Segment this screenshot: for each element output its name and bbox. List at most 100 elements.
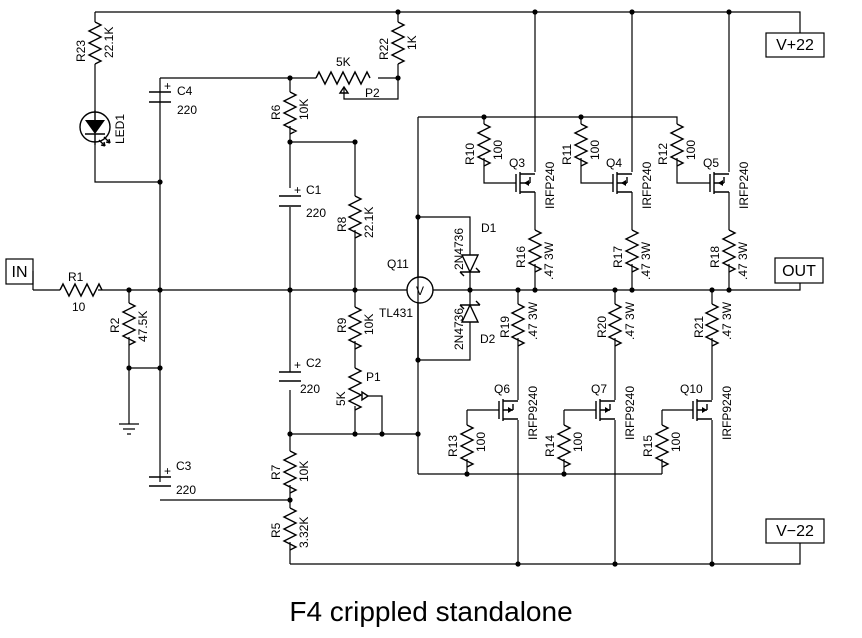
r21-resistor: R21 .47 3W bbox=[692, 301, 734, 347]
r10-resistor: R10 100 bbox=[463, 123, 505, 167]
svg-text:100: 100 bbox=[669, 432, 683, 452]
svg-text:Q7: Q7 bbox=[591, 382, 607, 396]
svg-text:+: + bbox=[294, 358, 301, 372]
svg-text:+: + bbox=[294, 183, 301, 197]
svg-text:IRFP9240: IRFP9240 bbox=[623, 386, 637, 440]
r8-resistor: R8 22.1K bbox=[335, 195, 376, 239]
svg-text:R16: R16 bbox=[514, 246, 528, 268]
d1-zener: D1 2N4736 bbox=[452, 221, 497, 277]
svg-text:C3: C3 bbox=[176, 459, 192, 473]
svg-text:5K: 5K bbox=[336, 55, 351, 69]
c4-capacitor: + C4 220 bbox=[149, 79, 197, 117]
svg-text:R6: R6 bbox=[269, 104, 283, 120]
r6-resistor: R6 10K bbox=[269, 91, 311, 135]
junctions bbox=[126, 9, 732, 567]
svg-text:10: 10 bbox=[72, 300, 86, 314]
svg-text:R2: R2 bbox=[108, 317, 122, 333]
svg-text:220: 220 bbox=[177, 103, 197, 117]
svg-text:Q6: Q6 bbox=[494, 382, 510, 396]
q3-mosfet: Q3 IRFP240 bbox=[509, 156, 557, 209]
svg-text:R9: R9 bbox=[335, 317, 349, 333]
svg-text:220: 220 bbox=[176, 483, 196, 497]
svg-text:OUT: OUT bbox=[782, 263, 816, 280]
svg-text:.47 3W: .47 3W bbox=[639, 241, 653, 280]
svg-text:220: 220 bbox=[306, 206, 326, 220]
svg-text:.47 3W: .47 3W bbox=[720, 301, 734, 340]
svg-text:R14: R14 bbox=[543, 435, 557, 457]
q7-mosfet: Q7 IRFP9240 bbox=[591, 382, 637, 440]
svg-text:5K: 5K bbox=[334, 391, 348, 406]
svg-text:IN: IN bbox=[12, 264, 28, 281]
schematic: IN OUT V+22 V−22 R23 22.1K R22 1K R6 10K… bbox=[5, 9, 825, 567]
r9-resistor: R9 10K bbox=[335, 306, 376, 350]
svg-text:100: 100 bbox=[571, 432, 585, 452]
svg-text:1K: 1K bbox=[405, 35, 419, 50]
svg-text:Q3: Q3 bbox=[509, 156, 525, 170]
svg-text:.47 3W: .47 3W bbox=[542, 241, 556, 280]
svg-text:R18: R18 bbox=[708, 246, 722, 268]
r15-resistor: R15 100 bbox=[641, 424, 683, 468]
svg-text:3.32K: 3.32K bbox=[297, 517, 311, 548]
svg-text:V+22: V+22 bbox=[776, 37, 814, 54]
svg-text:R17: R17 bbox=[611, 246, 625, 268]
svg-text:C1: C1 bbox=[306, 183, 322, 197]
r14-resistor: R14 100 bbox=[543, 424, 585, 468]
c3-capacitor: + C3 220 bbox=[149, 459, 196, 497]
svg-text:IRFP240: IRFP240 bbox=[737, 161, 751, 209]
r11-resistor: R11 100 bbox=[560, 123, 602, 167]
svg-text:Q5: Q5 bbox=[703, 156, 719, 170]
r22-resistor: R22 1K bbox=[377, 21, 419, 65]
svg-text:R10: R10 bbox=[463, 143, 477, 165]
svg-text:IRFP9240: IRFP9240 bbox=[720, 386, 734, 440]
r20-resistor: R20 .47 3W bbox=[595, 301, 637, 347]
svg-text:100: 100 bbox=[684, 140, 698, 160]
svg-text:10K: 10K bbox=[297, 99, 311, 120]
svg-text:R1: R1 bbox=[68, 270, 84, 284]
svg-text:R7: R7 bbox=[269, 464, 283, 480]
r7-resistor: R7 10K bbox=[269, 450, 311, 494]
r1-resistor: R1 10 bbox=[59, 270, 103, 314]
diagram-caption: F4 crippled standalone bbox=[289, 596, 573, 627]
svg-text:220: 220 bbox=[300, 382, 320, 396]
svg-text:P1: P1 bbox=[366, 370, 381, 384]
p2-potentiometer: 5K P2 bbox=[315, 55, 380, 100]
svg-text:D1: D1 bbox=[481, 221, 497, 235]
q4-mosfet: Q4 IRFP240 bbox=[606, 156, 654, 209]
svg-text:R23: R23 bbox=[74, 40, 88, 62]
d2-zener: D2 2N4736 bbox=[452, 300, 496, 350]
port-vneg: V−22 bbox=[765, 518, 825, 544]
svg-text:100: 100 bbox=[588, 140, 602, 160]
svg-text:10K: 10K bbox=[362, 314, 376, 335]
svg-text:2N4736: 2N4736 bbox=[452, 228, 466, 270]
svg-text:R20: R20 bbox=[595, 316, 609, 338]
svg-text:22.1K: 22.1K bbox=[102, 27, 116, 58]
svg-text:IRFP240: IRFP240 bbox=[640, 161, 654, 209]
svg-text:C4: C4 bbox=[177, 84, 193, 98]
svg-text:.47 3W: .47 3W bbox=[736, 241, 750, 280]
svg-text:R5: R5 bbox=[269, 522, 283, 538]
svg-text:100: 100 bbox=[491, 140, 505, 160]
svg-text:+: + bbox=[164, 464, 171, 478]
q11-regulator: V Q11 TL431 bbox=[379, 217, 434, 360]
p1-potentiometer: P1 5K bbox=[334, 367, 381, 411]
svg-text:P2: P2 bbox=[365, 86, 380, 100]
svg-text:IRFP9240: IRFP9240 bbox=[526, 386, 540, 440]
c1-capacitor: + C1 220 bbox=[279, 183, 326, 220]
svg-text:R22: R22 bbox=[377, 38, 391, 60]
svg-text:R12: R12 bbox=[656, 143, 670, 165]
svg-text:.47 3W: .47 3W bbox=[623, 301, 637, 340]
svg-text:Q11: Q11 bbox=[387, 257, 409, 271]
svg-text:R21: R21 bbox=[692, 316, 706, 338]
svg-text:R13: R13 bbox=[446, 435, 460, 457]
r2-resistor: R2 47.5K bbox=[108, 302, 150, 346]
r23-resistor: R23 22.1K bbox=[74, 21, 116, 65]
led1-diode: LED1 bbox=[79, 110, 127, 147]
svg-text:Q10: Q10 bbox=[680, 382, 703, 396]
port-out: OUT bbox=[774, 257, 824, 284]
r5-resistor: R5 3.32K bbox=[269, 507, 311, 551]
r13-resistor: R13 100 bbox=[446, 424, 488, 468]
q5-mosfet: Q5 IRFP240 bbox=[703, 156, 751, 209]
svg-text:TL431: TL431 bbox=[379, 306, 413, 320]
r18-resistor: R18 .47 3W bbox=[708, 229, 750, 280]
port-in: IN bbox=[5, 258, 34, 290]
